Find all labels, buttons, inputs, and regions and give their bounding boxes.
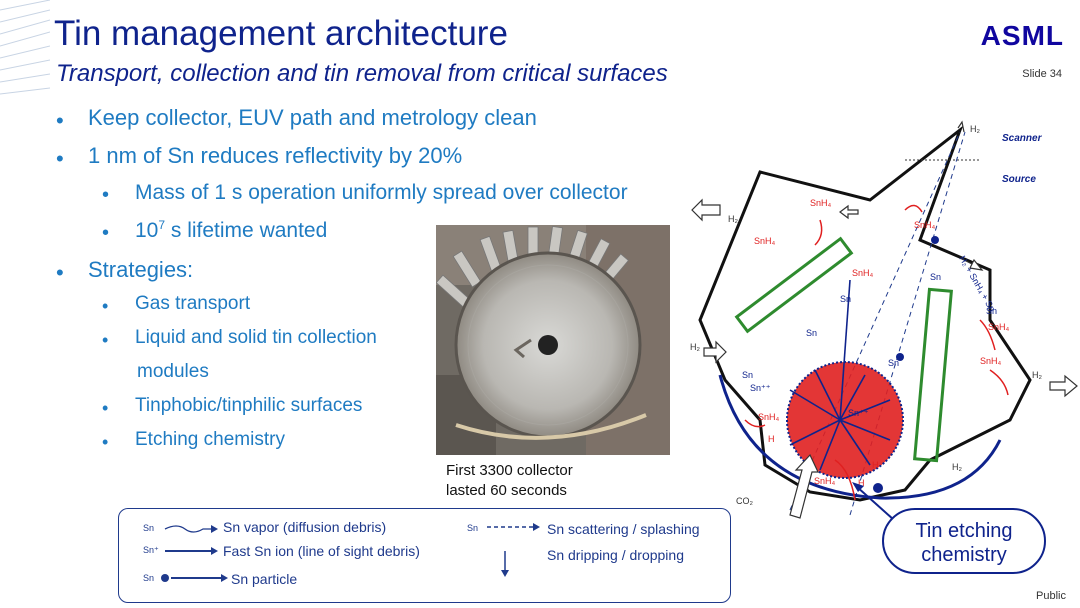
plasma-sphere bbox=[787, 362, 903, 478]
vapor-arrow-icon bbox=[164, 525, 218, 533]
lifetime-exponent: 7 bbox=[158, 218, 166, 232]
scatter-arrow-icon bbox=[487, 523, 540, 531]
photo-caption: First 3300 collector lasted 60 seconds bbox=[446, 461, 573, 501]
bullet-item: Strategies: bbox=[88, 257, 194, 282]
label-snh4: SnH₄ bbox=[988, 322, 1010, 332]
h2-flow-arrows bbox=[691, 198, 1078, 519]
legend-ion: Fast Sn ion (line of sight debris) bbox=[223, 543, 420, 559]
bullet-dot: • bbox=[56, 260, 64, 285]
label-sn: Sn bbox=[986, 306, 998, 316]
label-snh4: SnH₄ bbox=[810, 198, 832, 208]
sub-bullet-dot: • bbox=[102, 184, 110, 206]
legend-tag: Sn bbox=[143, 573, 155, 583]
bullet-item: 1 nm of Sn reduces reflectivity by 20% bbox=[88, 143, 463, 168]
callout-pointer bbox=[852, 482, 895, 521]
plasma-rays bbox=[789, 279, 891, 471]
legend-tag: Sn bbox=[467, 523, 479, 533]
sub-bullet-continuation: modules bbox=[137, 361, 209, 382]
legend-tag: Sn⁺ bbox=[143, 545, 159, 555]
beam-edge-left bbox=[789, 131, 961, 511]
label-snh4: SnH₄ bbox=[814, 476, 836, 486]
bullet-dot: • bbox=[56, 146, 64, 171]
page-title: Tin management architecture bbox=[54, 14, 508, 53]
sub-bullet-item: Tinphobic/tinphilic surfaces bbox=[135, 395, 363, 416]
label-sn: Sn bbox=[840, 294, 852, 304]
bullet-item: Keep collector, EUV path and metrology c… bbox=[88, 105, 537, 130]
legend-box: Sn Sn vapor (diffusion debris) Sn⁺ Fast … bbox=[118, 508, 731, 603]
label-source: Source bbox=[1002, 174, 1036, 185]
ion-arrow-icon bbox=[165, 547, 218, 555]
label-snh4: SnH₄ bbox=[754, 236, 776, 246]
sub-bullet-dot: • bbox=[102, 398, 109, 418]
label-h2: H₂ bbox=[728, 214, 738, 224]
label-snh4: SnH₄ bbox=[852, 268, 874, 278]
label-h: H bbox=[768, 434, 775, 444]
sub-bullet-item: Gas transport bbox=[135, 293, 251, 314]
caption-line-1: First 3300 collector bbox=[446, 462, 573, 479]
legend-particle: Sn particle bbox=[231, 571, 298, 587]
sub-bullet-item: Mass of 1 s operation uniformly spread o… bbox=[135, 181, 628, 204]
callout-line-2: chemistry bbox=[921, 544, 1007, 566]
asml-logo: ASML bbox=[980, 20, 1064, 51]
sub-bullet-dot: • bbox=[102, 330, 109, 350]
label-h2: H₂ bbox=[690, 342, 700, 352]
label-snpp: Sn⁺⁺ bbox=[750, 383, 771, 393]
label-co2: CO₂ bbox=[736, 496, 753, 506]
sub-bullet-dot: • bbox=[102, 222, 110, 244]
snh4-arrows bbox=[744, 204, 1009, 501]
label-h: H bbox=[858, 478, 865, 488]
label-snh4: SnH₄ bbox=[758, 412, 780, 422]
slide-number: Slide 34 bbox=[1022, 68, 1062, 80]
legend-vapor: Sn vapor (diffusion debris) bbox=[223, 519, 387, 535]
label-h2: H₂ bbox=[1032, 370, 1042, 380]
bullet-dot: • bbox=[56, 108, 64, 133]
label-sn: Sn bbox=[888, 358, 900, 368]
legend-drip: Sn dripping / dropping bbox=[547, 547, 684, 563]
label-h2: H₂ bbox=[952, 462, 962, 472]
label-sn: Sn bbox=[742, 370, 754, 380]
tin-etching-callout: Tin etching chemistry bbox=[882, 508, 1046, 574]
callout-line-1: Tin etching bbox=[915, 520, 1013, 542]
label-scanner: Scanner bbox=[1002, 133, 1042, 144]
lifetime-base: 10 bbox=[135, 219, 159, 242]
legend-scatter: Sn scattering / splashing bbox=[547, 521, 700, 537]
sn-particles bbox=[873, 236, 939, 493]
page-subtitle: Transport, collection and tin removal fr… bbox=[56, 60, 668, 87]
sub-bullet-item: Etching chemistry bbox=[135, 429, 285, 450]
label-snh4: SnH₄ bbox=[914, 220, 936, 230]
sub-bullet-item: Liquid and solid tin collection bbox=[135, 327, 377, 348]
source-vessel-diagram bbox=[691, 120, 1078, 519]
label-sn: Sn bbox=[930, 272, 942, 282]
sub-bullet-dot: • bbox=[102, 432, 109, 452]
legend-tag: Sn bbox=[143, 523, 155, 533]
caption-line-2: lasted 60 seconds bbox=[446, 482, 567, 499]
corner-decoration bbox=[0, 0, 50, 95]
label-sn: Sn bbox=[806, 328, 818, 338]
sub-bullet-item: 107 s lifetime wanted bbox=[135, 218, 327, 243]
sub-bullet-dot: • bbox=[102, 296, 109, 316]
tin-collection-module-right bbox=[913, 287, 953, 463]
particle-arrow-icon bbox=[161, 574, 228, 582]
drip-arrow-icon bbox=[501, 551, 509, 577]
label-h: H bbox=[872, 460, 879, 470]
label-snpp: Sn⁺⁺ bbox=[848, 408, 869, 418]
label-h2-top: H₂ bbox=[970, 124, 980, 134]
lifetime-rest: s lifetime wanted bbox=[165, 219, 328, 242]
label-snh4: SnH₄ bbox=[980, 356, 1002, 366]
tin-collection-module-left bbox=[734, 236, 854, 334]
collector-mirror-arc bbox=[718, 374, 1002, 500]
collector-photo bbox=[436, 225, 670, 455]
classification-label: Public bbox=[1036, 590, 1066, 602]
